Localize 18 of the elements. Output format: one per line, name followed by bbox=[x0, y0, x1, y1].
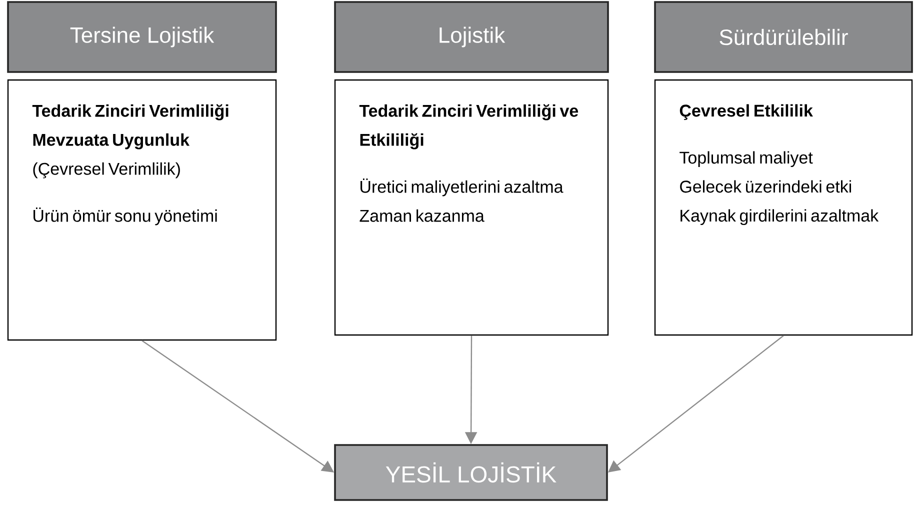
list-item: Çevresel Etkililik bbox=[680, 104, 813, 120]
list-item: Tedarik Zinciri Verimliliği ve Etkililiği bbox=[359, 104, 578, 150]
list-item: Ürün ömür sonu yönetimi bbox=[34, 207, 217, 226]
list-item: (Çevresel Verimlilik) bbox=[33, 162, 180, 178]
content-box bbox=[334, 79, 609, 336]
list-item: Gelecek üzerindeki etki bbox=[680, 180, 851, 193]
list-item: Toplumsal maliyet bbox=[680, 151, 813, 168]
list-item: Üretici maliyetlerini azaltma bbox=[360, 178, 564, 196]
list-item: Mevzuata Uygunluk bbox=[33, 133, 190, 150]
header-box: Lojistik bbox=[334, 1, 609, 73]
header-box: Tersine Lojistik bbox=[7, 1, 277, 73]
result-box: YESİL LOJİSTİK bbox=[334, 444, 608, 501]
list-item: Zaman kazanma bbox=[360, 209, 484, 222]
list-item: Tedarik Zinciri Verimliliği bbox=[32, 104, 228, 120]
list-item: Kaynak girdilerini azaltmak bbox=[680, 209, 879, 226]
content-box bbox=[7, 79, 277, 341]
content-box bbox=[654, 79, 913, 336]
header-box: Sürdürülebilir bbox=[654, 1, 913, 73]
